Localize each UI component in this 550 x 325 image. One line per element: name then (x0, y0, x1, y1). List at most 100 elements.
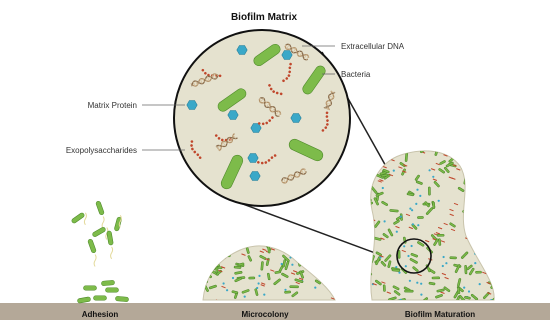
colony-bacterium (316, 265, 324, 272)
matrix-protein (291, 114, 301, 123)
colony-protein (263, 294, 265, 296)
biofilm-protein (432, 176, 434, 178)
biofilm-bacterium (366, 263, 369, 272)
biofilm-bacterium (489, 213, 495, 220)
biofilm-bacterium (361, 195, 370, 197)
planktonic-bacterium (107, 231, 114, 246)
biofilm-bacterium (457, 287, 460, 293)
biofilm-protein (445, 262, 447, 264)
biofilm-protein (481, 154, 483, 156)
colony-protein (290, 252, 292, 254)
flagellum (84, 213, 86, 225)
biofilm-protein (400, 299, 402, 301)
biofilm-bacterium (464, 165, 471, 173)
biofilm-eps (487, 258, 491, 260)
biofilm-bacterium (369, 152, 378, 154)
biofilm-protein (394, 148, 396, 150)
biofilm-protein (412, 223, 414, 225)
colony-eps (325, 270, 329, 272)
biofilm-bacterium (482, 252, 489, 258)
colony-bacterium (322, 255, 329, 259)
biofilm-protein (403, 245, 405, 247)
biofilm-protein (463, 287, 465, 289)
biofilm-protein (479, 204, 481, 206)
biofilm-protein (474, 262, 476, 264)
biofilm-eps (366, 183, 370, 185)
colony-bacterium (290, 286, 299, 288)
colony-eps (250, 301, 254, 303)
colony-protein (284, 289, 286, 291)
biofilm-bacterium (390, 209, 399, 212)
biofilm-eps (479, 222, 483, 224)
biofilm-protein (442, 265, 444, 267)
biofilm-bacterium (428, 187, 430, 195)
biofilm-bacterium (383, 285, 385, 292)
biofilm-bacterium (475, 271, 481, 273)
colony-eps (276, 245, 280, 247)
biofilm-bacterium (469, 231, 476, 238)
colony-bacterium (212, 264, 215, 270)
biofilm-bacterium (478, 183, 485, 190)
biofilm-bacterium (417, 216, 423, 218)
biofilm-bacterium (450, 257, 457, 259)
biofilm-eps (485, 178, 489, 180)
biofilm-bacterium (489, 146, 496, 153)
attached-bacterium (101, 280, 114, 286)
flagellum (102, 217, 104, 229)
biofilm-bacterium (489, 220, 498, 223)
biofilm-bacterium (473, 149, 481, 157)
biofilm-bacterium (457, 147, 459, 154)
colony-bacterium (320, 243, 328, 247)
colony-protein (314, 287, 316, 289)
biofilm-protein (443, 256, 445, 258)
biofilm-protein (409, 208, 411, 210)
planktonic-bacterium (95, 201, 104, 216)
matrix-protein (250, 172, 260, 181)
biofilm-bacterium (471, 238, 479, 243)
biofilm-eps (461, 165, 465, 167)
biofilm-protein (382, 187, 384, 189)
biofilm-bacterium (470, 200, 472, 209)
matrix-protein (248, 154, 258, 163)
colony-protein (258, 275, 260, 277)
biofilm-bacterium (490, 217, 499, 221)
biofilm-eps (486, 161, 490, 163)
biofilm-protein (484, 211, 486, 213)
colony-protein (232, 277, 234, 279)
biofilm-bacterium (392, 269, 400, 272)
colony-bacterium (327, 248, 335, 255)
colony-bacterium (302, 263, 309, 266)
planktonic-bacterium (87, 239, 96, 254)
colony-bacterium (212, 252, 216, 258)
biofilm-protein (488, 161, 490, 163)
biofilm-protein (420, 283, 422, 285)
colony-protein (223, 282, 225, 284)
biofilm-eps (493, 252, 497, 254)
biofilm-eps (370, 229, 374, 231)
biofilm-protein (419, 195, 421, 197)
biofilm-bacterium (366, 259, 373, 262)
biofilm-bacterium (494, 162, 499, 170)
biofilm-protein (417, 224, 419, 226)
biofilm-bacterium (476, 179, 485, 183)
biofilm-bacterium (438, 239, 441, 246)
biofilm-bacterium (476, 212, 482, 217)
attached-bacterium (77, 297, 91, 304)
biofilm-protein (411, 209, 413, 211)
matrix-protein (228, 111, 238, 120)
biofilm-protein (416, 282, 418, 284)
biofilm-bacterium (449, 146, 457, 151)
biofilm-protein (396, 231, 398, 233)
biofilm-bacterium (362, 219, 370, 225)
diagram-title: Biofilm Matrix (231, 12, 298, 23)
colony-eps (236, 244, 240, 246)
stage-label-adhesion: Adhesion (82, 310, 119, 319)
biofilm-bacterium (478, 186, 482, 194)
colony-protein (244, 296, 246, 298)
colony-bacterium (297, 249, 305, 254)
biofilm-protein (429, 169, 431, 171)
biofilm-protein (409, 280, 411, 282)
colony-protein (221, 244, 223, 246)
